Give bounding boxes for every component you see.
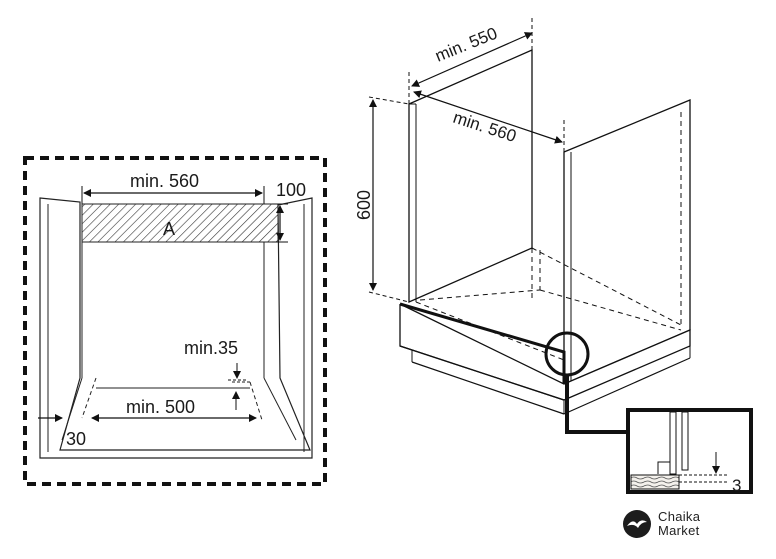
chaika-market-brand: Chaika Market [622, 509, 700, 539]
front-view-outer-dashed-frame [23, 156, 327, 486]
brand-line-1: Chaika [658, 509, 701, 524]
label-min-560-front: min. 560 [130, 171, 199, 191]
brand-line-2: Market [658, 523, 700, 538]
hatched-area-A [81, 203, 279, 243]
dim-line-min-560-cabinet [413, 90, 563, 144]
niche-outline [39, 197, 313, 459]
cabinet-left-panel [408, 49, 533, 303]
chaika-bird-logo-icon [623, 510, 651, 538]
label-100: 100 [276, 180, 306, 200]
label-30: 30 [66, 429, 86, 449]
cabinet-view: min. 550 min. 560 600 [354, 18, 691, 434]
dim-line-min-550 [411, 32, 533, 87]
label-3: 3 [732, 476, 741, 495]
detail-view: 3 [626, 408, 753, 495]
label-min-550: min. 550 [432, 24, 500, 66]
detail-leader-line [565, 375, 628, 434]
detail-wood-base [630, 474, 680, 490]
label-min-35: min.35 [184, 338, 238, 358]
label-min-500: min. 500 [126, 397, 195, 417]
front-view: min. 560 100 A min.35 min. 500 30 [23, 156, 327, 486]
label-600: 600 [354, 190, 374, 220]
label-A: A [163, 219, 175, 239]
